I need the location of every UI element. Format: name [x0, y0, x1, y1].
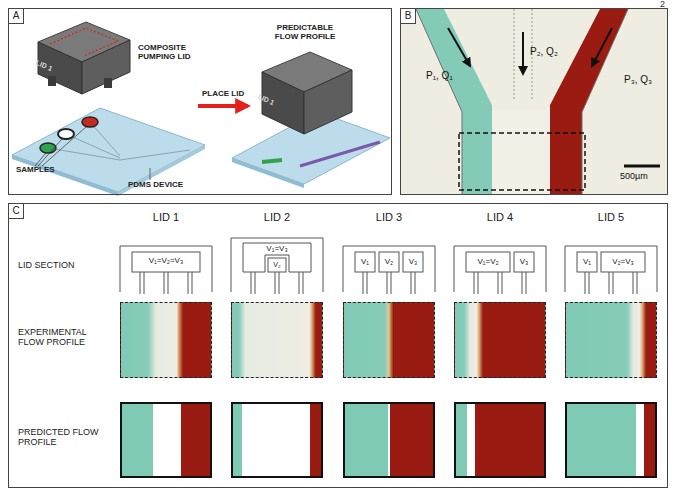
volume-label: V₃: [403, 258, 423, 267]
page-number: 2: [660, 0, 674, 10]
part-name: PREDICTABLE FLOW PROFILE: [266, 24, 344, 42]
lid-sections: [120, 238, 657, 294]
device-illustration: [12, 22, 390, 196]
volume-label: V₁=V₂=V₃: [133, 257, 199, 266]
panel-letter: A: [8, 8, 24, 24]
volume-label: V₁=V₂: [467, 258, 509, 267]
volume-label: V₁: [355, 258, 375, 267]
volume-label: V₃: [514, 258, 534, 267]
part-name: COMPOSITE PUMPING LID: [138, 44, 200, 62]
step-label: PLACE LID: [202, 90, 262, 99]
part-name: SAMPLES: [16, 166, 76, 175]
row-header: EXPERIMENTAL FLOW PROFILE: [18, 328, 110, 348]
figure-panel: B: [400, 8, 668, 195]
micrograph: [401, 9, 667, 194]
predicted-profile: [565, 402, 657, 478]
part-name: PDMS DEVICE: [128, 181, 208, 190]
volume-label: V₁=V₃: [254, 245, 300, 254]
flow-profile-image: [565, 302, 657, 378]
column-header: LID 2: [252, 211, 302, 223]
pressure-flow-label: P₃, Q₃: [624, 74, 668, 85]
scale-bar-label: 500µm: [620, 172, 666, 182]
volume-label: V₂: [268, 261, 286, 269]
flow-profile-image: [231, 302, 323, 378]
panel-letter: C: [8, 203, 24, 219]
predicted-profile: [454, 402, 546, 478]
pressure-flow-label: P₁, Q₁: [426, 70, 476, 81]
predicted-profile: [343, 402, 435, 478]
volume-label: V₂: [379, 258, 399, 267]
predicted-profile: [231, 402, 323, 478]
column-header: LID 3: [364, 211, 414, 223]
row-header: PREDICTED FLOW PROFILE: [18, 428, 104, 448]
panel-letter: B: [400, 8, 416, 24]
column-header: LID 1: [141, 211, 191, 223]
column-header: LID 5: [586, 211, 636, 223]
column-header: LID 4: [475, 211, 525, 223]
flow-profile-image: [343, 302, 435, 378]
volume-label: V₂=V₃: [602, 258, 644, 267]
row-header: LID SECTION: [18, 261, 118, 271]
flow-profile-image: [120, 302, 212, 378]
flow-profile-image: [454, 302, 546, 378]
predicted-profile: [120, 402, 212, 478]
pressure-flow-label: P₂, Q₂: [530, 46, 580, 57]
volume-label: V₁: [577, 258, 597, 267]
